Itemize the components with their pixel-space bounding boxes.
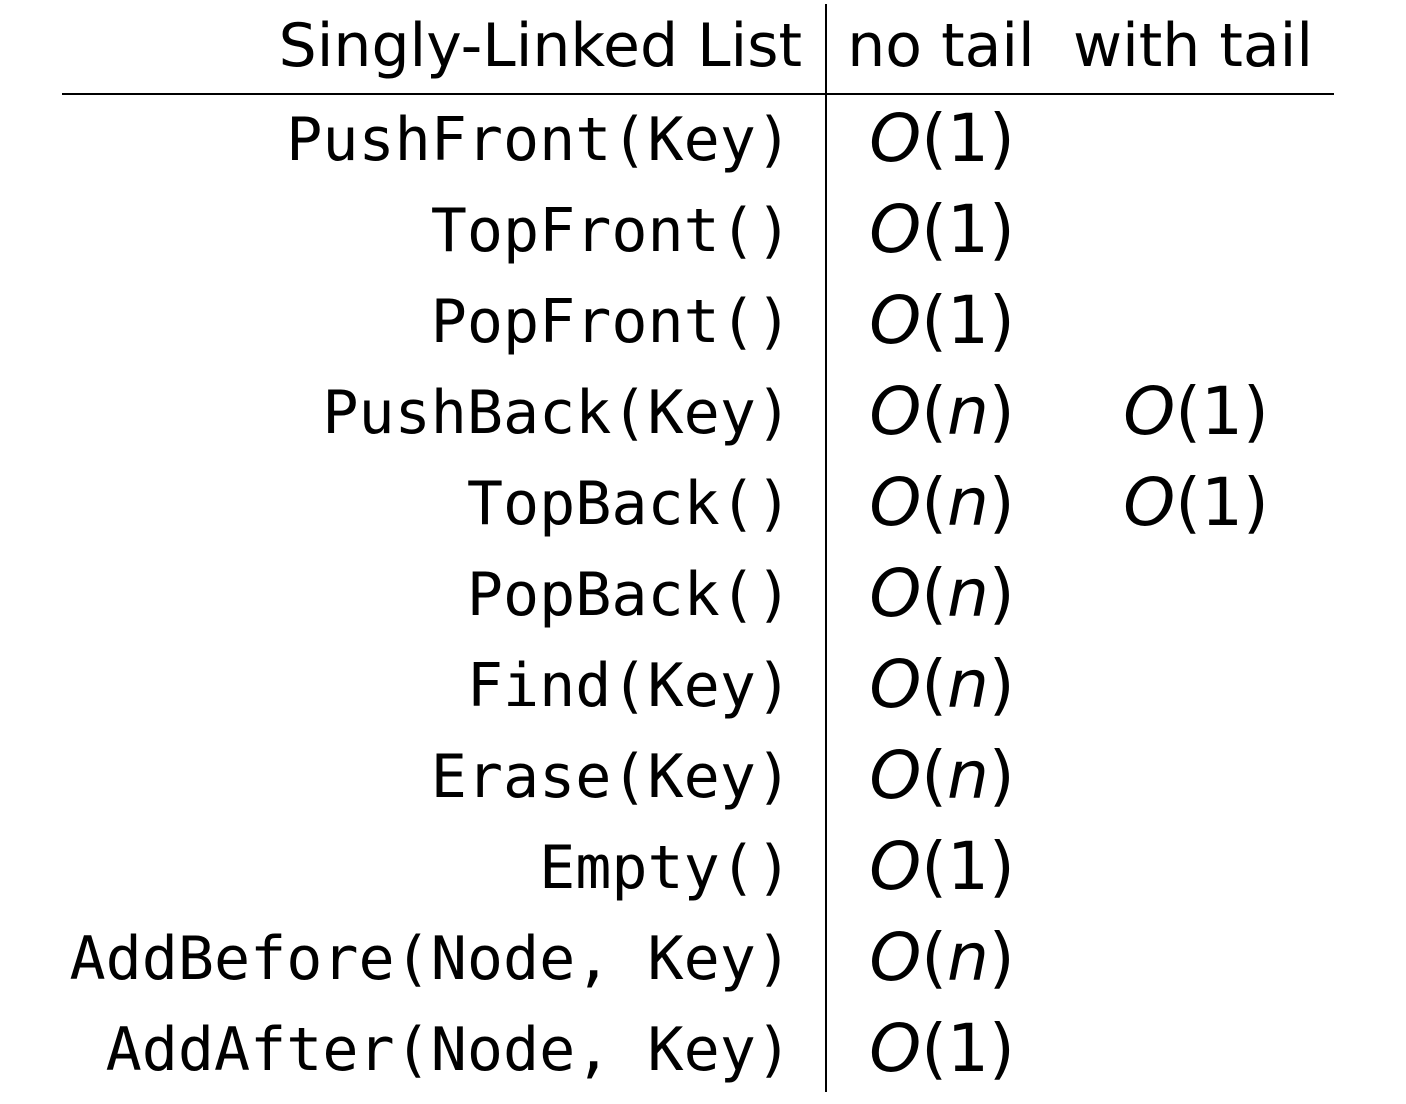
operation-name: PushFront(Key) [286, 105, 792, 175]
complexity-argument: 1 [946, 282, 989, 359]
column-divider [825, 4, 827, 1092]
big-o-symbol: O [869, 555, 922, 632]
big-o-symbol: O [869, 282, 922, 359]
operation-name: Find(Key) [466, 651, 792, 721]
operation-name: TopFront() [430, 196, 792, 266]
no-tail-complexity: O(n) [869, 373, 1015, 450]
header-with-tail: with tail [1073, 11, 1313, 81]
table-row: PopBack() O(n) [0, 550, 1406, 641]
no-tail-complexity: O(1) [869, 100, 1015, 177]
no-tail-complexity: O(1) [869, 191, 1015, 268]
complexity-argument: n [947, 646, 989, 723]
table-row: AddAfter(Node, Key) O(1) [0, 1005, 1406, 1096]
big-o-symbol: O [869, 373, 922, 450]
no-tail-complexity: O(n) [869, 919, 1015, 996]
with-tail-complexity: O(1) [1123, 373, 1269, 450]
big-o-symbol: O [1123, 464, 1176, 541]
operation-name: AddBefore(Node, Key) [69, 924, 792, 994]
complexity-argument: 1 [946, 191, 989, 268]
big-o-symbol: O [869, 191, 922, 268]
header-divider [62, 93, 1334, 95]
table-row: Empty() O(1) [0, 823, 1406, 914]
no-tail-complexity: O(n) [869, 555, 1015, 632]
table-row: PushBack(Key) O(n) O(1) [0, 368, 1406, 459]
no-tail-complexity: O(n) [869, 737, 1015, 814]
table-row: TopBack() O(n) O(1) [0, 459, 1406, 550]
big-o-symbol: O [869, 464, 922, 541]
table-row: PopFront() O(1) [0, 277, 1406, 368]
complexity-argument: 1 [946, 828, 989, 905]
operation-name: Erase(Key) [430, 742, 792, 812]
complexity-argument: n [947, 555, 989, 632]
complexity-argument: n [947, 919, 989, 996]
header-operation: Singly-Linked List [278, 11, 802, 81]
operation-name: PopFront() [430, 287, 792, 357]
table-row: Erase(Key) O(n) [0, 732, 1406, 823]
table-row: TopFront() O(1) [0, 186, 1406, 277]
complexity-argument: n [947, 464, 989, 541]
big-o-symbol: O [869, 100, 922, 177]
no-tail-complexity: O(1) [869, 828, 1015, 905]
operation-name: AddAfter(Node, Key) [105, 1015, 792, 1085]
no-tail-complexity: O(1) [869, 282, 1015, 359]
table-row: AddBefore(Node, Key) O(n) [0, 914, 1406, 1005]
no-tail-complexity: O(n) [869, 464, 1015, 541]
complexity-argument: n [947, 737, 989, 814]
big-o-symbol: O [1123, 373, 1176, 450]
complexity-argument: 1 [1200, 464, 1243, 541]
operation-name: PushBack(Key) [322, 378, 792, 448]
no-tail-complexity: O(1) [869, 1010, 1015, 1087]
with-tail-complexity: O(1) [1123, 464, 1269, 541]
header-no-tail: no tail [847, 11, 1035, 81]
complexity-argument: 1 [1200, 373, 1243, 450]
no-tail-complexity: O(n) [869, 646, 1015, 723]
big-o-symbol: O [869, 646, 922, 723]
operation-name: TopBack() [466, 469, 792, 539]
big-o-symbol: O [869, 737, 922, 814]
complexity-argument: 1 [946, 100, 989, 177]
big-o-symbol: O [869, 1010, 922, 1087]
operation-name: PopBack() [466, 560, 792, 630]
table-row: PushFront(Key) O(1) [0, 95, 1406, 186]
complexity-argument: n [947, 373, 989, 450]
big-o-symbol: O [869, 828, 922, 905]
table-row: Find(Key) O(n) [0, 641, 1406, 732]
big-o-symbol: O [869, 919, 922, 996]
operation-name: Empty() [539, 833, 792, 903]
complexity-argument: 1 [946, 1010, 989, 1087]
